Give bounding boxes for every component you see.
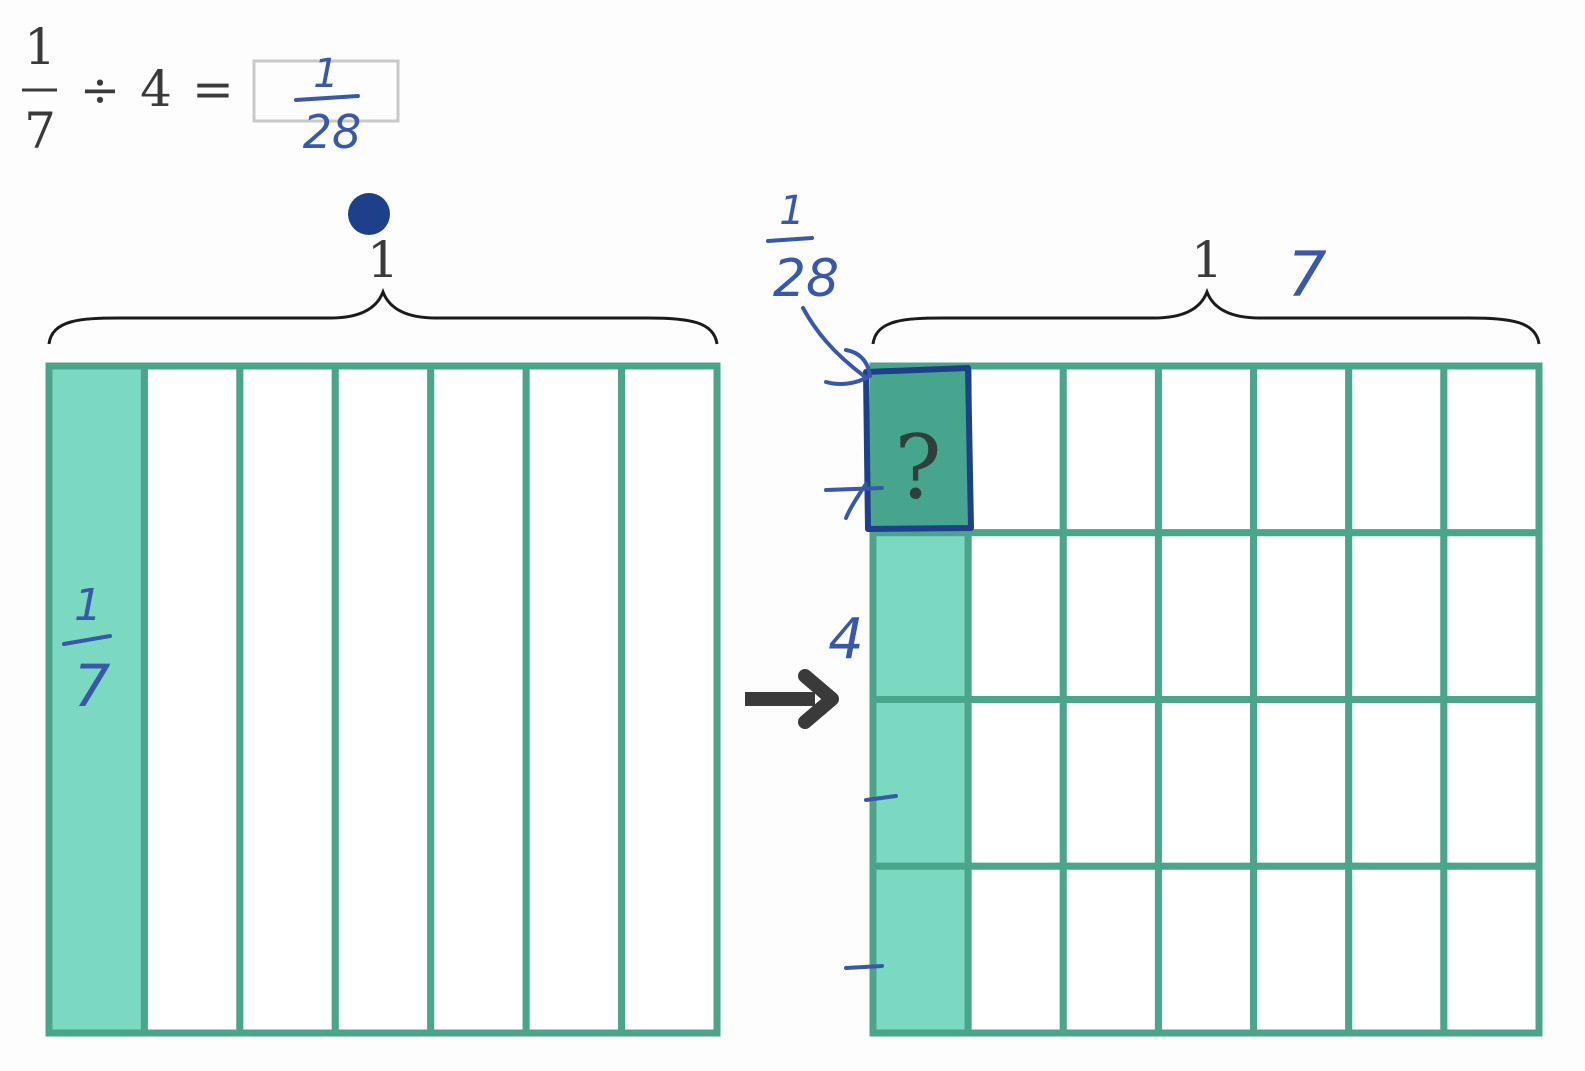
right-cell [1345,362,1448,537]
right-cell [1154,529,1258,703]
dividend-numerator: 1 [24,18,56,76]
cursor-dot [348,193,390,235]
right-whole-label: 1 [1191,231,1223,289]
right-cell [1154,362,1258,537]
right-columns-note: 7 [1287,238,1326,311]
right-fraction-grid [869,362,1543,1037]
right-cell [1154,696,1258,870]
row-tick-marks [824,482,898,970]
right-rows-note: 4 [828,607,864,672]
right-cell [1059,696,1162,870]
right-cell [1154,862,1258,1037]
left-brace [47,287,719,345]
dividend-denominator: 7 [24,102,56,160]
arrow-icon [745,669,839,729]
pointer-arrow-icon [801,306,872,386]
right-cell [1440,862,1543,1037]
right-cell [1250,529,1353,703]
left-shaded-numerator: 1 [74,580,102,631]
right-cell [1059,362,1162,537]
unknown-cell-label: 1 28 [766,188,839,309]
right-shaded-cell [869,696,972,870]
unknown-cell-outline [863,365,974,532]
unknown-label-fraction-bar [766,236,814,243]
left-column [236,362,339,1037]
right-cell [964,696,1067,870]
right-whole-brace: 1 7 [871,231,1541,345]
right-cell [964,862,1067,1037]
right-cell [1059,862,1162,1037]
unknown-label-denominator: 28 [773,249,839,309]
left-column [427,362,530,1037]
left-column [618,362,721,1037]
left-fraction-bar [45,362,721,1037]
left-shaded-label: 1 7 [62,580,112,720]
left-whole-brace: 1 [47,231,719,345]
right-cell [1345,529,1448,703]
right-cell [964,529,1067,703]
equation: 1 7 ÷ 4 = [22,18,234,160]
right-cell [1250,696,1353,870]
answer-fraction-bar [294,94,360,102]
right-cell [1345,862,1448,1037]
left-whole-label: 1 [367,231,399,289]
right-cell [1250,862,1353,1037]
left-shaded-column [45,362,148,1037]
unknown-cell-question-mark: ? [894,416,941,519]
right-shaded-cell [869,529,972,703]
right-cell [1440,529,1543,703]
right-cell [1250,362,1353,537]
answer-denominator: 28 [303,105,362,159]
answer-numerator: 1 [313,51,338,97]
right-cell [964,362,1067,537]
unknown-label-numerator: 1 [779,188,804,234]
equals-sign: = [192,60,234,118]
right-brace [871,287,1541,345]
answer-box[interactable]: 1 28 [252,51,400,159]
left-column [522,362,626,1037]
unknown-cell-fill [874,370,966,530]
right-cell [1345,696,1448,870]
left-shaded-denominator: 7 [74,652,111,720]
left-column [331,362,435,1037]
left-column [140,362,244,1037]
divisor: 4 [140,60,172,118]
right-cell [1440,696,1543,870]
answer-box-frame[interactable] [252,59,400,123]
division-operator: ÷ [80,62,120,118]
unknown-cell: ? [863,365,974,532]
left-shaded-fraction-bar [62,634,112,646]
right-shaded-cell [869,862,972,1037]
right-cell [1059,529,1162,703]
right-cell [1440,362,1543,537]
